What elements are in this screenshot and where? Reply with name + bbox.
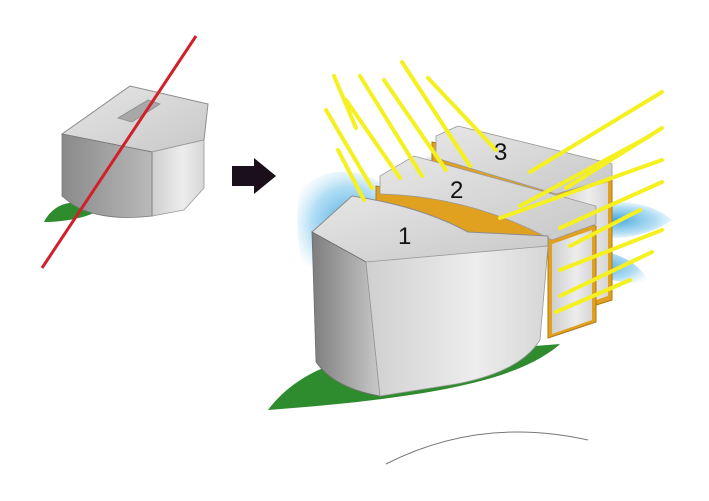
- arc-line: [385, 431, 589, 465]
- sun-ray: [336, 148, 366, 202]
- sun-ray: [558, 250, 654, 298]
- cut-line: [40, 35, 198, 269]
- sun-ray: [332, 74, 358, 130]
- block-2-label: 2: [450, 177, 463, 204]
- sun-ray: [518, 134, 652, 208]
- sun-ray: [558, 228, 664, 272]
- wind-stream-left: [297, 171, 400, 276]
- sun-ray: [382, 78, 448, 172]
- sun-ray: [400, 60, 472, 168]
- original-building: [40, 35, 209, 269]
- sun-ray: [426, 76, 498, 152]
- sun-ray: [558, 180, 664, 230]
- sun-ray: [498, 158, 664, 220]
- sun-ray: [324, 108, 374, 190]
- sun-ray: [528, 90, 664, 174]
- block-1-label: 1: [398, 223, 411, 250]
- sun-ray: [358, 74, 424, 178]
- sun-ray: [554, 278, 632, 314]
- block-3-label: 3: [494, 139, 507, 166]
- sun-ray: [568, 208, 642, 248]
- block-2-top: [379, 155, 597, 241]
- small-building-front: [61, 133, 153, 218]
- block-1: [311, 195, 549, 397]
- arrow-right-icon: [232, 158, 276, 194]
- small-building-side: [151, 139, 205, 217]
- sun-ray: [344, 98, 402, 180]
- sun-rays: [324, 60, 664, 314]
- block-1-side: [365, 245, 549, 397]
